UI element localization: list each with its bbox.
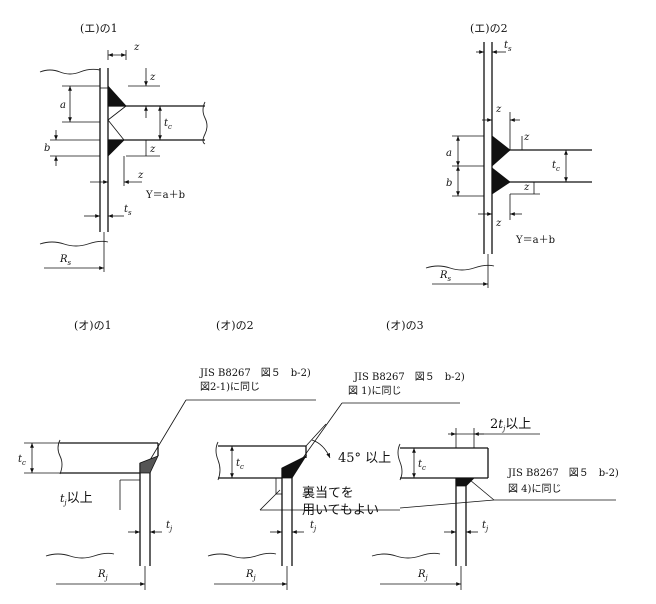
figure-o3-title: (オ)の3 (386, 319, 424, 332)
o2-backing-line1: 裏当てを (302, 486, 354, 501)
o2-ref-line2: 図 1)に同じ (348, 385, 401, 397)
o2-rj: Rj (245, 569, 257, 582)
e2-a: a (446, 148, 452, 159)
e2-rs: Rs (439, 270, 452, 283)
weld-fillet-upper (107, 84, 127, 107)
o3-ref-line2: 図 4)に同じ (508, 483, 561, 495)
o1-ref-line2: 図2-1)に同じ (200, 381, 260, 393)
figure-e1: (エ)の1 z z a (39, 22, 208, 272)
e1-z-right-lower: z (149, 144, 156, 155)
o3-top-dim: 2tj以上 (490, 417, 531, 433)
figure-o2: (オ)の2 JIS B8267 図５ b-2) 図 1)に同じ 45° 以上 t… (207, 319, 465, 590)
e1-ts: ts (124, 204, 132, 217)
e2-weld-lower (491, 167, 511, 195)
e2-formula: Y＝a＋b (515, 235, 555, 246)
o1-rj: Rj (97, 569, 109, 582)
o3-tj: tj (482, 520, 489, 533)
o3-rj: Rj (417, 569, 429, 582)
o1-tc: tc (18, 454, 26, 467)
e1-z-right-upper: z (149, 72, 156, 83)
figure-e1-title: (エ)の1 (80, 22, 118, 35)
figure-o1-title: (オ)の1 (74, 319, 112, 332)
figure-o2-title: (オ)の2 (216, 319, 254, 332)
o3-ref-line1: JIS B8267 図５ b-2) (507, 467, 619, 479)
e2-b: b (446, 178, 452, 189)
e1-tc: tc (164, 118, 172, 131)
e2-z-right-lower: z (523, 182, 530, 193)
e2-z-bottom: z (495, 218, 502, 229)
o2-angle: 45° 以上 (338, 451, 391, 466)
o3-tc: tc (418, 459, 426, 472)
e2-z-right-upper: z (523, 132, 530, 143)
o1-tj-min: tj以上 (60, 491, 93, 507)
o2-backing-strip (275, 477, 283, 495)
o2-ref-line1: JIS B8267 図５ b-2) (353, 371, 465, 383)
e2-weld-upper (491, 135, 511, 167)
o1-tj: tj (166, 520, 173, 533)
e1-rs: Rs (59, 254, 72, 267)
o2-tc: tc (236, 458, 244, 471)
e2-z-upper: z (495, 104, 502, 115)
e1-z-top: z (133, 42, 140, 53)
weld-fillet-lower (107, 139, 125, 157)
o2-tj: tj (310, 520, 317, 533)
o3-weld (455, 477, 475, 487)
o1-weld (139, 455, 159, 474)
figure-o3: (オ)の3 2tj以上 tc JIS B8267 図５ b-2) 図 4)に同じ… (371, 319, 619, 590)
o2-weld (281, 454, 308, 479)
o2-backing-line2: 用いてもよい (302, 503, 379, 518)
figure-e2-title: (エ)の2 (470, 22, 508, 35)
e1-formula: Y＝a＋b (145, 190, 185, 201)
e2-tc: tc (552, 160, 560, 173)
o1-ref-line1: JIS B8267 図５ b-2) (199, 367, 311, 379)
e1-a: a (60, 100, 66, 111)
e1-z-bottom: z (137, 170, 144, 181)
figure-o1: (オ)の1 JIS B8267 図５ b-2) 図2-1)に同じ tc tj以上… (18, 319, 316, 590)
figure-e2: (エ)の2 ts z z a b tc (425, 22, 592, 288)
e1-b: b (44, 143, 50, 154)
e2-ts: ts (504, 40, 512, 53)
